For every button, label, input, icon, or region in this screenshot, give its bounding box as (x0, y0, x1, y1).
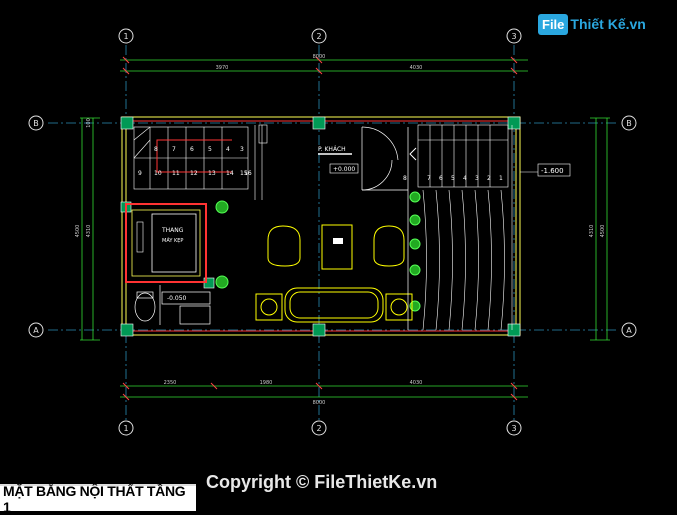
axis-label-2-top: 2 (316, 32, 321, 41)
axis-label-1-top: 1 (123, 32, 128, 41)
stair-step-number: 14 (226, 170, 234, 177)
stair-step-number: 6 (190, 146, 194, 153)
chevron-left-icon (409, 147, 417, 161)
dim-bottom-c: 4030 (410, 380, 423, 386)
axis-bubble-1-bottom (118, 420, 134, 436)
axis-grid (48, 45, 616, 420)
axis-bubbles (28, 28, 637, 436)
right-stair-numbers: 8 7 6 5 4 3 2 1 (403, 175, 503, 182)
dim-left-inner: 4310 (86, 225, 92, 238)
axis-label-3-top: 3 (511, 32, 516, 41)
elevator-label-1: THANG (161, 227, 184, 234)
axis-bubble-a-left (28, 322, 44, 338)
axis-bubble-3-bottom (506, 420, 522, 436)
stair-step-number: 5 (451, 175, 455, 182)
plant-icon (409, 238, 421, 250)
stair-step-number: 8 (154, 146, 158, 153)
plant-icon (409, 214, 421, 226)
elevator-shaft: THANG MÁY KẸP (125, 203, 207, 283)
dim-bottom-total: 8000 (313, 400, 326, 406)
stair-step-number: 9 (138, 170, 142, 177)
entrance-doors (361, 126, 409, 330)
drawing-title: MẶT BẰNG NỘI THẤT TẦNG 1 (3, 482, 186, 515)
room-name-living: P. KHÁCH (318, 146, 346, 153)
axis-label-a-left: A (33, 326, 39, 335)
axis-label-2-bottom: 2 (316, 424, 321, 433)
left-staircase (133, 124, 268, 200)
axis-bubble-a-right (621, 322, 637, 338)
logo-box: File (538, 13, 569, 35)
axis-label-1-bottom: 1 (123, 424, 128, 433)
dim-left-total: 4500 (75, 225, 81, 238)
axis-label-a-right: A (626, 326, 632, 335)
axis-bubble-b-right (621, 115, 637, 131)
sofa (284, 287, 384, 323)
left-stair-numbers: 8 7 6 5 4 3 (154, 146, 244, 153)
dim-right-inner: 4310 (589, 225, 595, 238)
stair-step-number: 4 (463, 175, 467, 182)
stair-step-number: 15 (240, 170, 248, 177)
living-level-label: +0.000 (333, 166, 355, 173)
stair-step-number: 2 (487, 175, 491, 182)
axis-label-3-bottom: 3 (511, 424, 516, 433)
armchair-right (373, 225, 405, 267)
dim-top-total: 8000 (313, 54, 326, 60)
elevator-label-2: MÁY KẸP (162, 237, 183, 244)
stair-step-number: 11 (172, 170, 180, 177)
outside-level-tag: -1.600 (520, 163, 571, 177)
copyright-watermark: Copyright © FileThietKe.vn (206, 472, 438, 492)
axis-label-b-left: B (33, 119, 39, 128)
living-room-furniture (255, 224, 413, 323)
stair-step-number: 1 (499, 175, 503, 182)
dim-right-total: 4500 (600, 225, 606, 238)
dimension-lines (80, 59, 610, 398)
coffee-table (321, 224, 353, 270)
axis-label-b-right: B (626, 119, 632, 128)
dim-top-right: 4030 (410, 65, 423, 71)
stair-step-number: 7 (172, 146, 176, 153)
logo-text: Thiết Kế.vn (570, 16, 646, 32)
stair-step-number: 5 (208, 146, 212, 153)
axis-bubble-b-left (28, 115, 44, 131)
axis-bubble-2-bottom (311, 420, 327, 436)
dim-top-left: 3970 (216, 65, 229, 71)
stair-step-number: 3 (475, 175, 479, 182)
plant-icon (215, 200, 229, 214)
plant-icon (409, 264, 421, 276)
stair-step-number: 4 (226, 146, 230, 153)
stair-step-number: 8 (403, 175, 407, 182)
living-room-label: P. KHÁCH +0.000 (318, 146, 359, 174)
axis-bubble-3-top (506, 28, 522, 44)
stair-step-number: 12 (190, 170, 198, 177)
axis-bubble-1-top (118, 28, 134, 44)
side-table-left (255, 293, 283, 321)
outside-level-label: -1.600 (541, 167, 564, 175)
stair-step-number: 13 (208, 170, 216, 177)
axis-bubble-2-top (311, 28, 327, 44)
dim-left-small: 100 (86, 118, 92, 128)
plant-icon (215, 275, 229, 289)
dim-bottom-b: 1980 (260, 380, 273, 386)
stair-step-number: 3 (240, 146, 244, 153)
plant-icon (409, 191, 421, 203)
side-table-right (385, 293, 413, 321)
dimension-ticks (122, 56, 518, 401)
drawing-title-box: MẶT BẰNG NỘI THẤT TẦNG 1 (0, 483, 196, 515)
plants (215, 191, 421, 312)
right-staircase (417, 124, 513, 331)
stair-step-number: 6 (439, 175, 443, 182)
toilet-level-label: -0.050 (167, 295, 187, 302)
site-logo: File Thiết Kế.vn (538, 10, 646, 38)
stair-step-number: 10 (154, 170, 162, 177)
dim-bottom-a: 2350 (164, 380, 177, 386)
stair-step-number: 7 (427, 175, 431, 182)
armchair-left (267, 225, 301, 267)
stair-step-number: 16 (244, 170, 252, 177)
toilet-area (134, 285, 211, 325)
stair-arrow-left (156, 139, 232, 173)
